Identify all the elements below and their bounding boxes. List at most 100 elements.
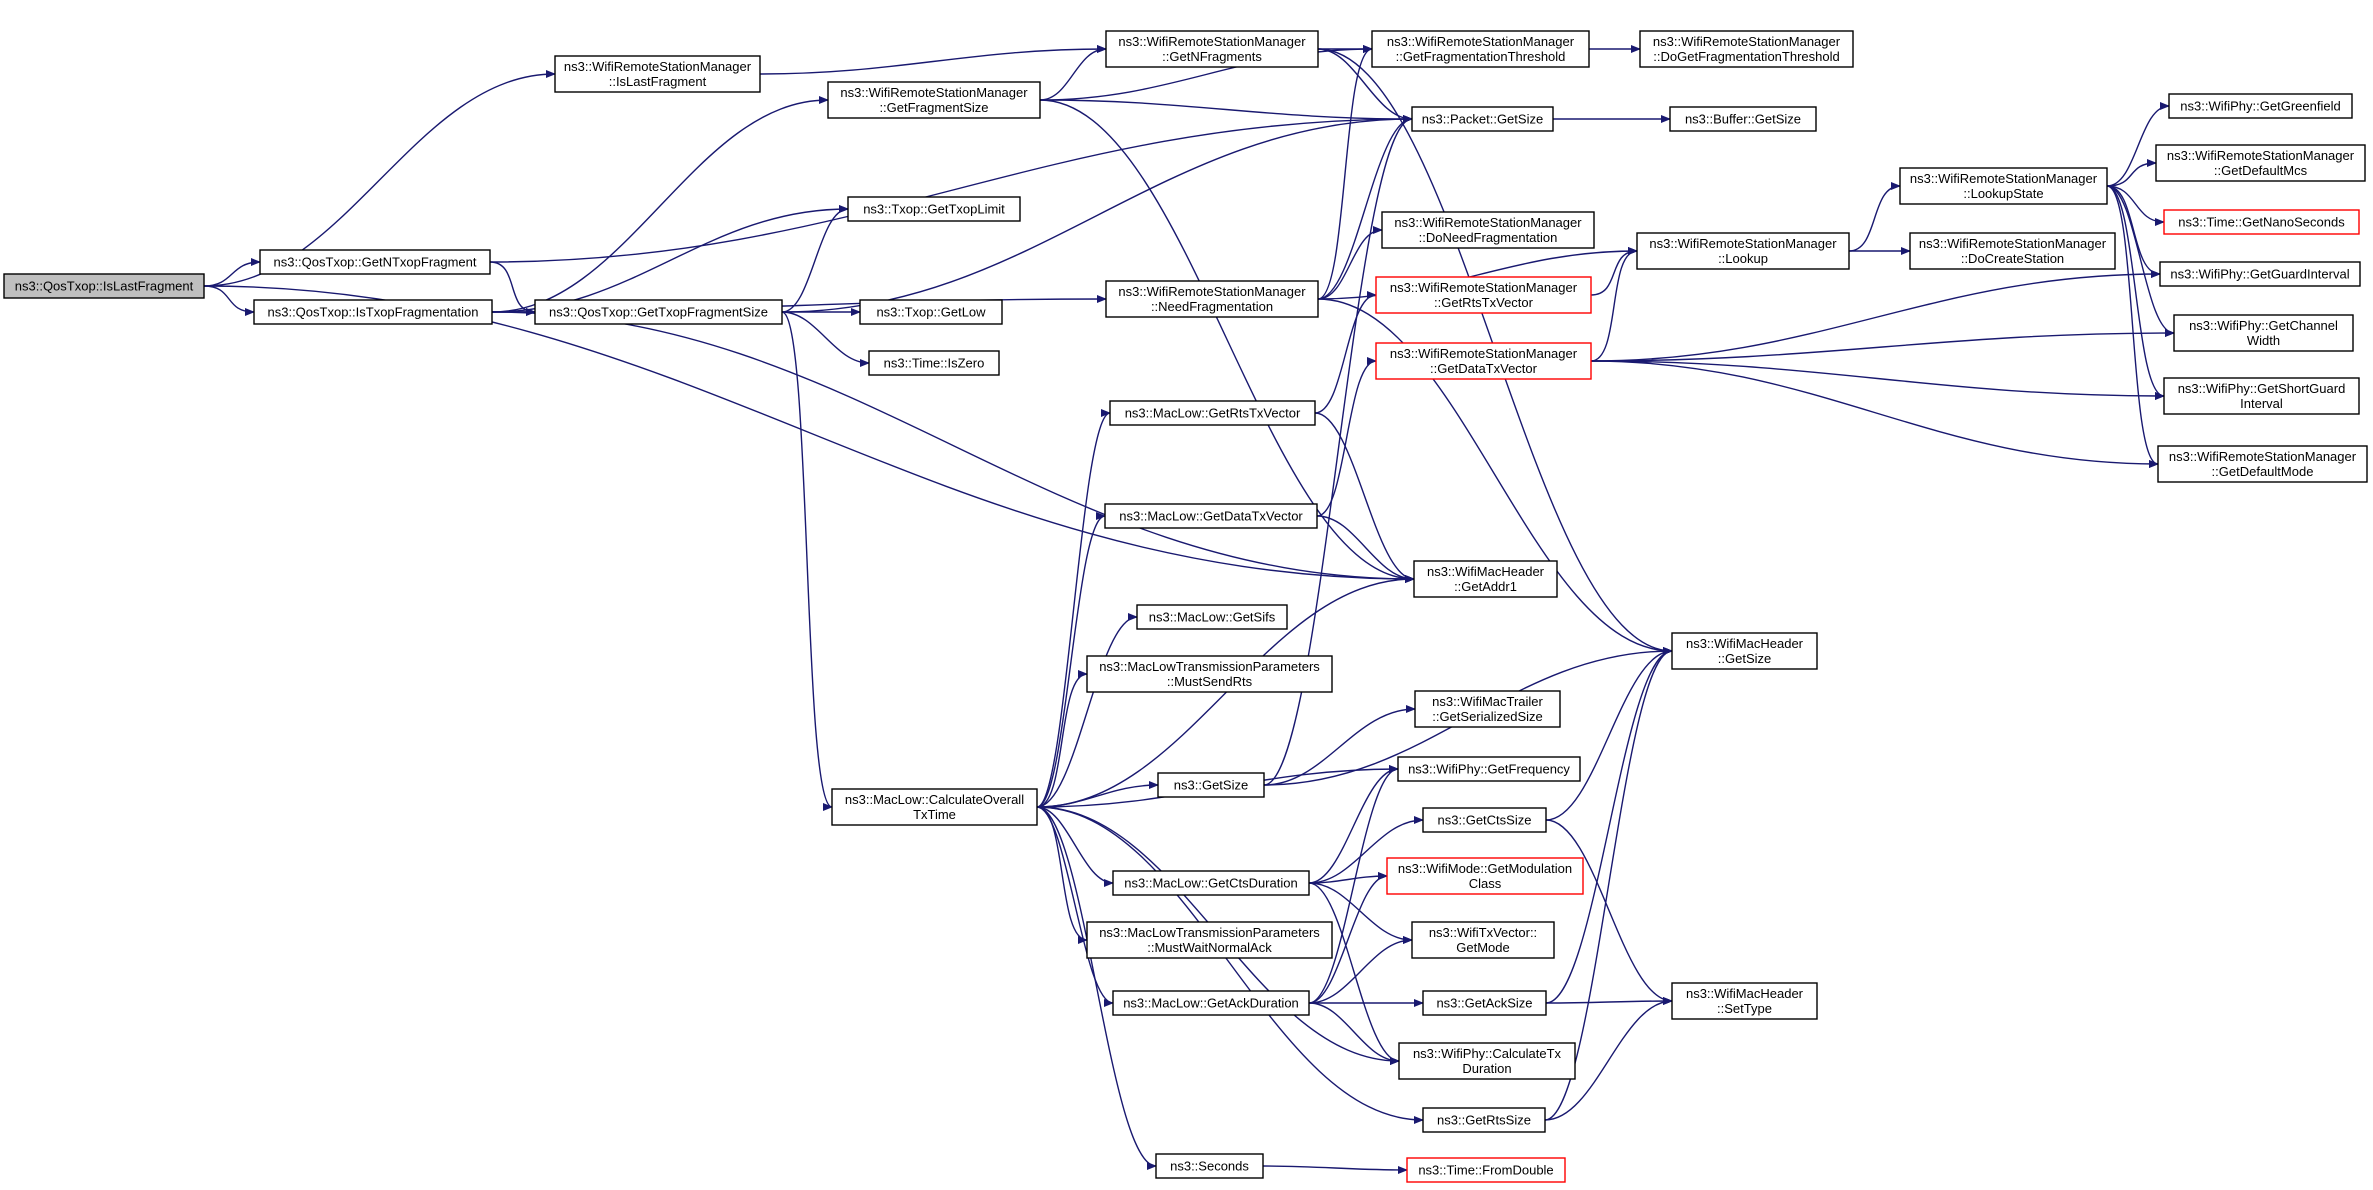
node-phy-getfrequency[interactable]: ns3::WifiPhy::GetFrequency [1397, 756, 1581, 782]
node-label-line: ns3::WifiPhy::GetFrequency [1408, 762, 1570, 777]
node-box [1086, 655, 1333, 693]
node-label-line: ns3::QosTxop::IsTxopFragmentation [268, 305, 479, 320]
node-box [1669, 106, 1817, 132]
node-qos-gettxopfragmentsize[interactable]: ns3::QosTxop::GetTxopFragmentSize [534, 299, 783, 325]
node-machdr-getaddr1[interactable]: ns3::WifiMacHeader::GetAddr1 [1413, 560, 1558, 598]
call-edge-root-to-qos_getntxopfragment [203, 258, 261, 287]
node-box [1157, 772, 1265, 798]
node-box [1375, 276, 1592, 314]
node-wrsm-dogetfragmentationthreshold[interactable]: ns3::WifiRemoteStationManager::DoGetFrag… [1639, 30, 1854, 68]
node-time-iszero[interactable]: ns3::Time::IsZero [868, 350, 1000, 376]
node-box [1411, 921, 1555, 959]
node-label-line: ns3::QosTxop::GetNTxopFragment [273, 255, 476, 270]
node-label-line: ns3::MacLow::GetCtsDuration [1124, 876, 1297, 891]
node-label-line: ::DoNeedFragmentation [1419, 230, 1558, 245]
node-wrsm-getrtstxvector[interactable]: ns3::WifiRemoteStationManager::GetRtsTxV… [1375, 276, 1592, 314]
node-qos-getntxopfragment[interactable]: ns3::QosTxop::GetNTxopFragment [259, 249, 491, 275]
node-label-line: ns3::WifiRemoteStationManager [1390, 280, 1578, 295]
call-edge-wrsm_lookupstate-to-phy_getchannelwidth [2106, 185, 2175, 337]
node-buffer-getsize[interactable]: ns3::Buffer::GetSize [1669, 106, 1817, 132]
node-box [1397, 756, 1581, 782]
node-wrsm-doneedfragmentation[interactable]: ns3::WifiRemoteStationManager::DoNeedFra… [1381, 211, 1595, 249]
node-mltp-mustwaitnormalack[interactable]: ns3::MacLowTransmissionParameters::MustW… [1086, 921, 1333, 959]
node-machdr-settype[interactable]: ns3::WifiMacHeader::SetType [1671, 982, 1818, 1020]
node-wrsm-getdefaultmode[interactable]: ns3::WifiRemoteStationManager::GetDefaul… [2157, 445, 2368, 483]
node-mactrailer-getserializedsize[interactable]: ns3::WifiMacTrailer::GetSerializedSize [1414, 690, 1561, 728]
node-label-line: ns3::MacLow::GetRtsTxVector [1125, 406, 1301, 421]
call-edge-qos_gettxopfragmentsize-to-time_iszero [781, 311, 870, 367]
node-wrsm-lookupstate[interactable]: ns3::WifiRemoteStationManager::LookupSta… [1899, 167, 2108, 205]
node-box [1375, 342, 1592, 380]
node-time-getnanoseconds[interactable]: ns3::Time::GetNanoSeconds [2163, 209, 2360, 235]
node-label-line: ns3::WifiRemoteStationManager [1390, 346, 1578, 361]
node-box [1109, 400, 1316, 426]
node-box [847, 196, 1021, 222]
node-box [1899, 167, 2108, 205]
call-edge-qos_gettxopfragmentsize-to-txop_gettxoplimit [781, 205, 849, 313]
node-wrsm-getfragmentationthreshold[interactable]: ns3::WifiRemoteStationManager::GetFragme… [1371, 30, 1590, 68]
node-ns3-seconds[interactable]: ns3::Seconds [1155, 1153, 1264, 1179]
node-wrsm-getdatatxvector[interactable]: ns3::WifiRemoteStationManager::GetDataTx… [1375, 342, 1592, 380]
node-phy-getgreenfield[interactable]: ns3::WifiPhy::GetGreenfield [2168, 93, 2353, 119]
node-label-line: ns3::WifiRemoteStationManager [1118, 34, 1306, 49]
node-machdr-getsize[interactable]: ns3::WifiMacHeader::GetSize [1671, 632, 1818, 670]
node-wrsm-docreatestation[interactable]: ns3::WifiRemoteStationManager::DoCreateS… [1909, 232, 2116, 270]
node-txop-getlow[interactable]: ns3::Txop::GetLow [859, 299, 1003, 325]
node-root[interactable]: ns3::QosTxop::IsLastFragment [3, 273, 205, 299]
node-box [1414, 690, 1561, 728]
call-edge-maclow_calculateoveralltxtime-to-machdr_getaddr1 [1036, 575, 1415, 808]
node-txvector-getmode[interactable]: ns3::WifiTxVector::GetMode [1411, 921, 1555, 959]
call-edge-maclow_calculateoveralltxtime-to-maclow_getrtstxvector [1036, 409, 1111, 808]
node-wrsm-islastfragment[interactable]: ns3::WifiRemoteStationManager::IsLastFra… [554, 55, 761, 93]
node-maclow-getdatatxvector[interactable]: ns3::MacLow::GetDataTxVector [1104, 503, 1318, 529]
node-wrsm-getnfragments[interactable]: ns3::WifiRemoteStationManager::GetNFragm… [1105, 30, 1319, 68]
node-box [1411, 106, 1554, 132]
call-edge-wrsm_lookupstate-to-phy_getguardinterval [2106, 185, 2161, 278]
node-label-line: ns3::Time::IsZero [884, 356, 985, 371]
node-label-line: ns3::QosTxop::IsLastFragment [15, 279, 194, 294]
node-phy-getguardinterval[interactable]: ns3::WifiPhy::GetGuardInterval [2159, 261, 2361, 287]
node-wrsm-needfragmentation[interactable]: ns3::WifiRemoteStationManager::NeedFragm… [1105, 280, 1319, 318]
node-wrsm-lookup[interactable]: ns3::WifiRemoteStationManager::Lookup [1636, 232, 1850, 270]
call-edge-wrsm_getfragmentsize-to-machdr_getaddr1 [1039, 99, 1415, 583]
node-maclow-getrtstxvector[interactable]: ns3::MacLow::GetRtsTxVector [1109, 400, 1316, 426]
node-packet-getsize[interactable]: ns3::Packet::GetSize [1411, 106, 1554, 132]
node-mltp-mustsendrts[interactable]: ns3::MacLowTransmissionParameters::MustS… [1086, 655, 1333, 693]
node-time-fromdouble[interactable]: ns3::Time::FromDouble [1406, 1157, 1566, 1183]
node-wrsm-getdefaultmcs[interactable]: ns3::WifiRemoteStationManager::GetDefaul… [2155, 144, 2366, 182]
node-ns3-getsize[interactable]: ns3::GetSize [1157, 772, 1265, 798]
call-edge-wrsm_getdatatxvector-to-wrsm_lookup [1590, 247, 1638, 362]
node-box [534, 299, 783, 325]
node-label-line: ::LookupState [1963, 186, 2043, 201]
call-edge-maclow_getrtstxvector-to-machdr_getaddr1 [1314, 412, 1415, 583]
node-box [3, 273, 205, 299]
call-edge-maclow_getrtstxvector-to-wrsm_getrtstxvector [1314, 291, 1377, 414]
node-ns3-getctssize[interactable]: ns3::GetCtsSize [1422, 807, 1547, 833]
node-maclow-getsifs[interactable]: ns3::MacLow::GetSifs [1136, 604, 1288, 630]
node-maclow-getctsduration[interactable]: ns3::MacLow::GetCtsDuration [1112, 870, 1310, 896]
node-box [2157, 445, 2368, 483]
node-label-line: ns3::MacLow::GetAckDuration [1123, 996, 1299, 1011]
node-box [259, 249, 491, 275]
node-box [554, 55, 761, 93]
node-label-line: ::GetFragmentationThreshold [1396, 49, 1566, 64]
call-edge-wrsm_getdatatxvector-to-phy_getguardinterval [1590, 270, 2161, 362]
node-wrsm-getfragmentsize[interactable]: ns3::WifiRemoteStationManager::GetFragme… [827, 81, 1041, 119]
node-qos-istxopfragmentation[interactable]: ns3::QosTxop::IsTxopFragmentation [253, 299, 493, 325]
node-label-line: ::GetDefaultMcs [2214, 163, 2308, 178]
node-box [1112, 990, 1310, 1016]
node-maclow-getackduration[interactable]: ns3::MacLow::GetAckDuration [1112, 990, 1310, 1016]
call-edge-wrsm_getfragmentsize-to-packet_getsize [1039, 99, 1413, 123]
node-label-line: ::MustWaitNormalAck [1147, 940, 1272, 955]
node-ns3-getacksize[interactable]: ns3::GetAckSize [1422, 990, 1547, 1016]
node-label-line: ns3::GetSize [1174, 778, 1248, 793]
node-box [831, 788, 1038, 826]
node-txop-gettxoplimit[interactable]: ns3::Txop::GetTxopLimit [847, 196, 1021, 222]
node-ns3-getrtssize[interactable]: ns3::GetRtsSize [1422, 1107, 1546, 1133]
node-box [1386, 857, 1584, 895]
